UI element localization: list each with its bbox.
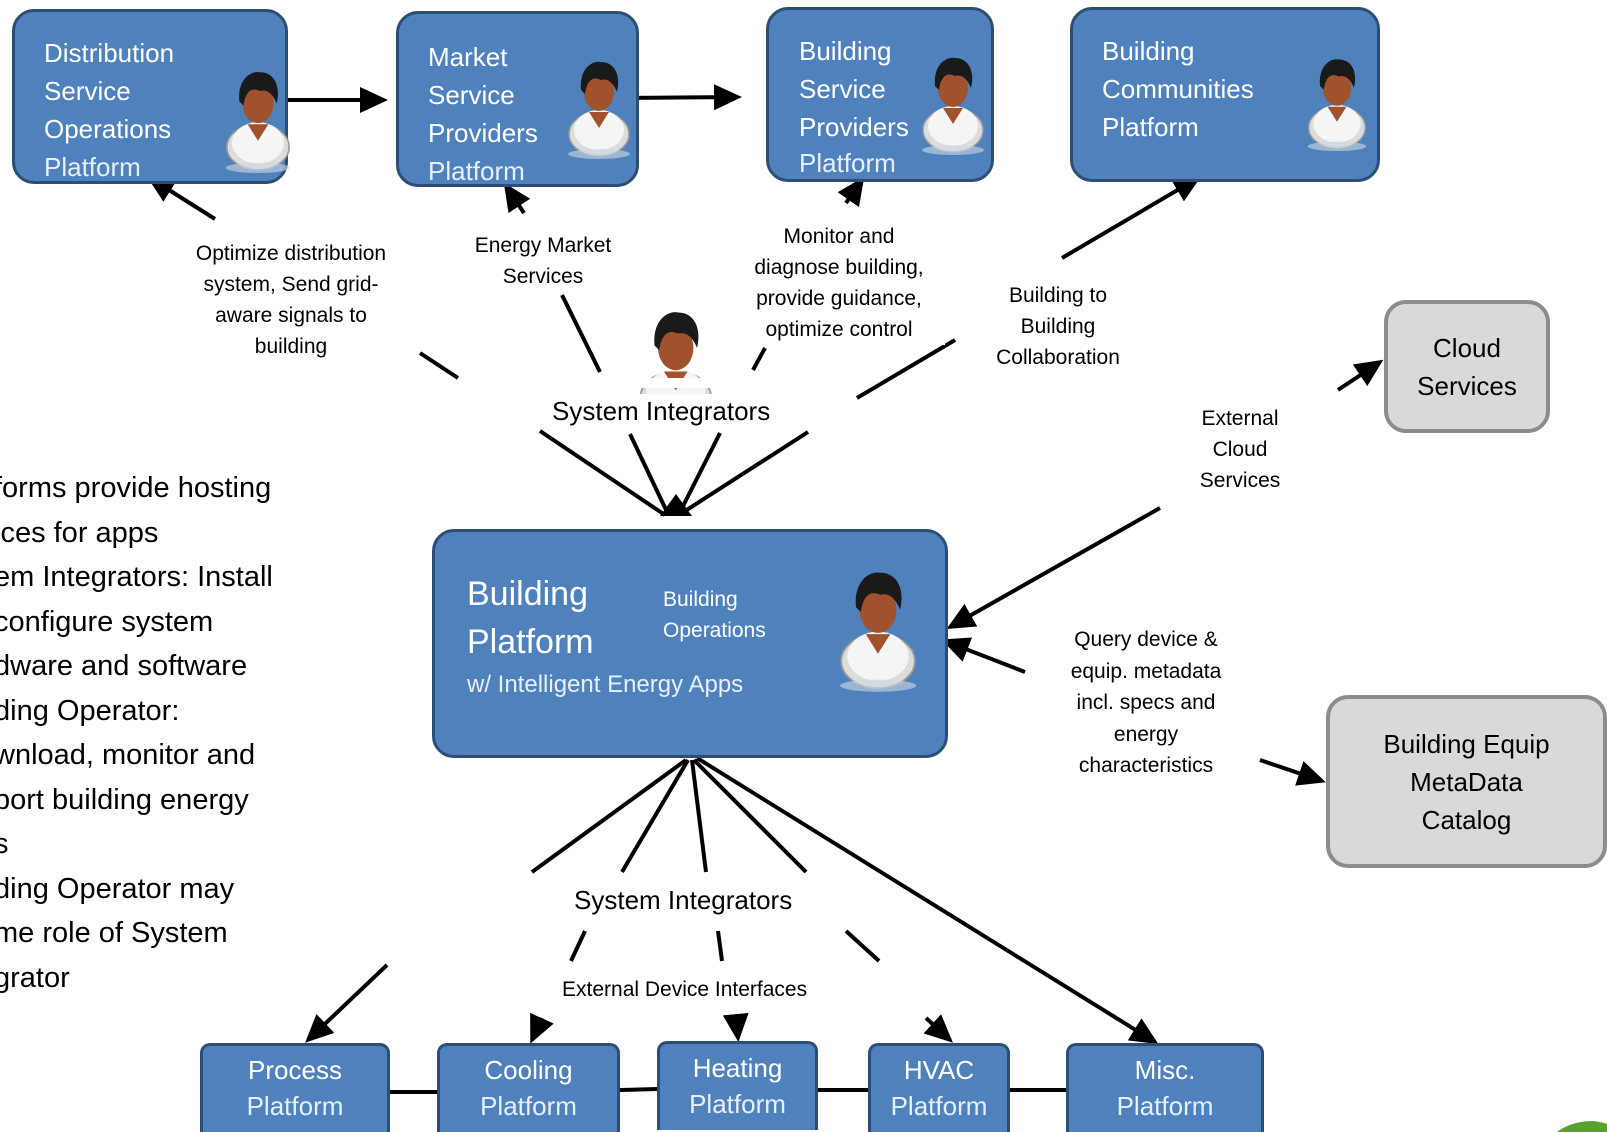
edge-cloud-to-building <box>946 506 1161 629</box>
label-system-integrators-bottom: System Integrators <box>566 883 801 918</box>
edge-building-to-msp-lower <box>628 433 670 515</box>
dso-operator-icon <box>225 71 291 174</box>
metadata-catalog-box: Building Equip MetaData Catalog <box>1326 695 1607 868</box>
misc-platform-label: Platform <box>1116 1091 1214 1121</box>
label-building-collaboration: Building to Building Collaboration <box>980 280 1136 373</box>
edge-building-to-dso-upper <box>146 175 217 221</box>
corner-logo-mark <box>1557 1121 1607 1132</box>
edge-building-to-cooling-lower <box>530 1012 554 1044</box>
msp-platform-box: Market Service Providers Platform <box>396 11 639 187</box>
edge-building-to-heating-lower <box>722 1012 749 1042</box>
hvac-platform-name: HVAC <box>903 1055 975 1085</box>
edge-building-to-cooling-upper <box>620 758 690 874</box>
bcp-community-icon <box>1307 58 1367 152</box>
heating-platform-box: Heating Platform <box>657 1041 818 1130</box>
dso-platform-box: Distribution Service Operations Platform <box>12 9 291 184</box>
edge-building-to-misc <box>695 756 1159 1045</box>
msp-platform-title: Market Service Providers <box>428 42 538 148</box>
cloud-services-box: Cloud Services <box>1384 300 1550 433</box>
building-operator-icon <box>839 571 917 693</box>
label-monitor-diagnose: Monitor and diagnose building, provide g… <box>733 221 945 345</box>
edge-to-cloud-services <box>1336 359 1384 392</box>
process-platform-label: Platform <box>246 1091 344 1121</box>
edge-building-to-process-upper <box>530 758 688 874</box>
misc-platform-box: Misc. Platform <box>1066 1043 1264 1132</box>
edge-building-to-bsp-middle <box>751 347 767 371</box>
msp-provider-icon <box>567 60 631 160</box>
heating-platform-name: Heating <box>692 1053 783 1083</box>
role-notes-text: forms provide hosting ices for apps em I… <box>0 472 273 994</box>
edge-building-to-bsp-upper <box>837 176 865 208</box>
misc-platform-name: Misc. <box>1134 1055 1196 1085</box>
edge-building-to-heating-upper <box>690 759 708 873</box>
bsp-platform-box: Building Service Providers Platform <box>766 7 994 182</box>
building-platform-box: Building Platform w/ Intelligent Energy … <box>432 529 948 758</box>
bcp-platform-title: Building Communities Platform <box>1102 36 1254 142</box>
edge-building-to-cooling-middle <box>569 930 587 962</box>
edge-building-to-dso-middle <box>418 351 460 380</box>
integrator-icon-mask <box>630 378 720 388</box>
cooling-platform-label: Platform <box>480 1091 577 1121</box>
building-platform-subtitle: w/ Intelligent Energy Apps <box>467 671 744 698</box>
edge-building-to-heating-middle <box>716 930 724 962</box>
process-platform-name: Process <box>248 1055 342 1085</box>
link-cooling-heating <box>619 1087 658 1092</box>
hvac-platform-label: Platform <box>890 1091 988 1121</box>
edge-building-to-msp-middle <box>560 294 602 373</box>
edge-building-to-bsp-lower <box>678 432 722 513</box>
bsp-platform-title: Building Service Providers <box>799 36 909 142</box>
edge-building-to-bcp-middle <box>855 338 957 400</box>
bcp-platform-box: Building Communities Platform <box>1070 7 1380 182</box>
edge-building-to-dso-lower <box>538 429 667 517</box>
edge-building-to-bcp-upper <box>1060 175 1202 260</box>
edge-building-to-hvac-lower <box>923 1014 953 1043</box>
label-system-integrators-top: System Integrators <box>544 394 779 429</box>
cooling-platform-name: Cooling <box>484 1055 573 1085</box>
edge-building-to-hvac-middle <box>844 929 881 963</box>
label-external-device-interfaces: External Device Interfaces <box>562 974 808 1005</box>
edge-building-to-hvac-upper <box>692 758 808 874</box>
building-platform-title: Building Platform <box>467 575 594 661</box>
hvac-platform-box: HVAC Platform <box>868 1043 1010 1132</box>
edge-building-to-process-lower <box>305 963 389 1043</box>
bsp-provider-icon <box>921 56 985 156</box>
label-query-metadata: Query device & equip. metadata incl. spe… <box>1052 624 1240 782</box>
dso-platform-label: Platform <box>44 152 141 182</box>
edge-query-to-catalog <box>1259 758 1326 786</box>
edge-query-to-building <box>941 637 1026 674</box>
dso-platform-title: Distribution Service Operations <box>44 38 175 144</box>
arrow-msp-to-bsp <box>625 84 742 111</box>
label-optimize-distribution: Optimize distribution system, Send grid-… <box>172 238 410 362</box>
heating-platform-label: Platform <box>689 1089 786 1119</box>
building-operations-label: Building Operations <box>663 588 766 642</box>
label-energy-market-services: Energy Market Services <box>458 230 628 292</box>
label-external-cloud-services: External Cloud Services <box>1186 403 1294 496</box>
bsp-platform-label: Platform <box>799 148 896 178</box>
msp-platform-label: Platform <box>428 156 525 186</box>
process-platform-box: Process Platform <box>200 1043 390 1132</box>
cooling-platform-box: Cooling Platform <box>437 1043 620 1132</box>
edge-building-to-bcp-lower <box>680 430 810 515</box>
arrowhead-cluster-top <box>660 494 692 516</box>
edge-building-to-msp-upper <box>503 182 531 215</box>
